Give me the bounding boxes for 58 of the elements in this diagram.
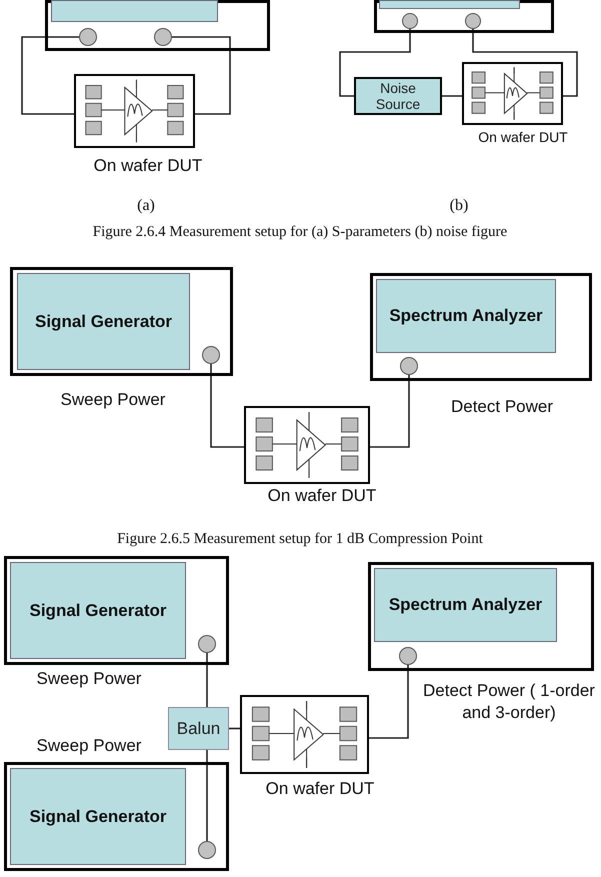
instrument-screen (10, 768, 186, 865)
port-connector (402, 13, 418, 29)
instrument-screen (374, 568, 557, 642)
cable (21, 36, 79, 115)
instrument-box (45, 0, 270, 51)
chip-caption: On wafer DUT (92, 156, 204, 176)
cable (339, 29, 411, 97)
instrument-box (370, 273, 592, 381)
chip-box (462, 62, 563, 125)
port-connector (400, 357, 418, 375)
instrument-screen (379, 0, 520, 9)
chip-box (240, 695, 369, 774)
measurement-label: Sweep Power (36, 735, 142, 757)
cable (172, 36, 231, 115)
measurement-label: Detect Power ( 1-order and 3-order) (422, 680, 596, 724)
chip-box (244, 406, 370, 484)
instrument-name: Spectrum Analyzer (389, 306, 543, 326)
measurement-label: Sweep Power (36, 668, 142, 690)
instrument-name: Spectrum Analyzer (388, 595, 542, 615)
instrument-name: Signal Generator (30, 600, 166, 620)
component-box: Noise Source (354, 77, 442, 115)
instrument-screen (17, 273, 190, 370)
cable (206, 653, 208, 707)
instrument-name: Signal Generator (35, 312, 172, 332)
instrument-screen (51, 0, 218, 22)
port-connector (154, 28, 172, 46)
chip-box (74, 74, 195, 148)
cable (370, 375, 410, 448)
measurement-label: Sweep Power (60, 389, 166, 411)
cable (472, 29, 578, 97)
component-box: Balun (168, 707, 229, 750)
instrument-screen (376, 279, 556, 353)
figure-caption: Figure 2.6.5 Measurement setup for 1 dB Compression Point (116, 530, 484, 549)
figure-label: (b) (448, 196, 470, 216)
instrument-box (4, 762, 229, 871)
port-connector (465, 13, 481, 29)
cable (206, 750, 208, 841)
port-connector (198, 635, 216, 653)
port-connector (79, 28, 97, 46)
measurement-label: Detect Power (450, 396, 554, 418)
port-connector (198, 841, 216, 859)
cable (369, 665, 409, 739)
instrument-screen (10, 562, 186, 659)
cable (210, 364, 244, 448)
instrument-box (368, 562, 594, 671)
chip-caption: On wafer DUT (264, 779, 376, 799)
chip-caption: On wafer DUT (266, 486, 378, 506)
cable (442, 95, 462, 97)
figure-label: (a) (136, 196, 156, 216)
instrument-name: Signal Generator (30, 806, 166, 826)
cable (229, 728, 240, 730)
port-connector (202, 346, 220, 364)
port-connector (399, 647, 417, 665)
instrument-box (4, 556, 229, 665)
instrument-box (374, 0, 554, 33)
instrument-box (10, 267, 233, 376)
figure-caption: Figure 2.6.4 Measurement setup for (a) S-parameters (b) noise figure (92, 223, 508, 242)
chip-caption: On wafer DUT (477, 129, 569, 145)
